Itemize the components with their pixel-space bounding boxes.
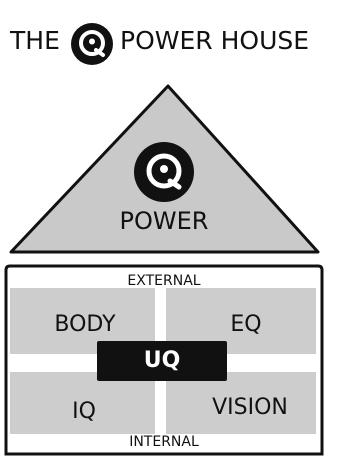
title: THE POWER HOUSE	[0, 22, 340, 68]
quadrant-eq-label: EQ	[230, 312, 262, 337]
quadrant-vision-label: VISION	[212, 395, 288, 420]
center-bar	[97, 341, 227, 381]
title-prefix: THE	[10, 26, 60, 55]
panel-bottom-left	[10, 372, 155, 434]
q-logo-icon	[134, 142, 194, 202]
panel-bottom-right	[166, 372, 316, 434]
quadrant-body-label: BODY	[54, 312, 116, 337]
q-logo-icon	[71, 23, 113, 65]
roof-label: POWER	[119, 207, 209, 235]
quadrant-iq-label: IQ	[72, 399, 96, 424]
internal-label: INTERNAL	[100, 435, 228, 449]
external-label: EXTERNAL	[100, 274, 228, 288]
center-uq-label: UQ	[143, 348, 181, 373]
title-suffix: POWER HOUSE	[120, 26, 310, 55]
